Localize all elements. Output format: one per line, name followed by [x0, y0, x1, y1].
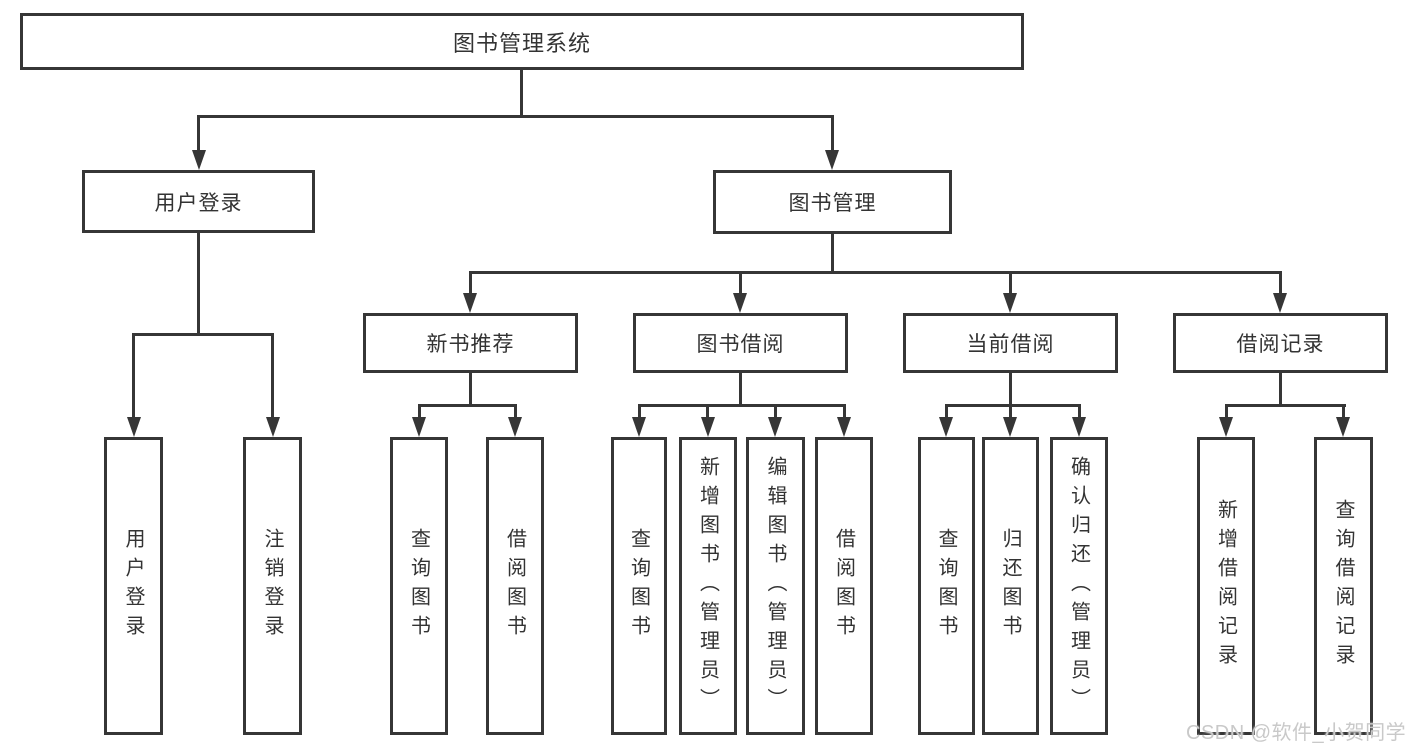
node-root-library-system: 图书管理系统: [20, 13, 1024, 70]
connector-drop-book-borrow: [739, 271, 742, 295]
connector-bookmgmt-stem: [831, 234, 834, 273]
connector-drop-leaf: [774, 404, 777, 419]
connector-drop-leaf: [1078, 404, 1081, 419]
arrow-down-icon: [733, 293, 747, 313]
leaf-edit-books-admin: 编辑图书（管理员）: [746, 437, 805, 735]
connector-bookmgmt-crossbar: [469, 271, 1282, 274]
arrow-down-icon: [632, 417, 646, 437]
connector-borrowrecords-crossbar: [1225, 404, 1346, 407]
node-borrowing-records: 借阅记录: [1173, 313, 1388, 373]
leaf-borrow-books: 借阅图书: [815, 437, 873, 735]
connector-currentborrow-stem: [1009, 373, 1012, 406]
leaf-confirm-return-admin: 确认归还（管理员）: [1050, 437, 1108, 735]
connector-drop-leaf: [1342, 404, 1345, 419]
leaf-query-books-borrow: 查询图书: [611, 437, 667, 735]
connector-borrowrecords-stem: [1279, 373, 1282, 406]
arrow-down-icon: [1072, 417, 1086, 437]
arrow-down-icon: [1003, 417, 1017, 437]
arrow-down-icon: [192, 150, 206, 170]
leaf-user-login: 用户登录: [104, 437, 163, 735]
node-new-book-recommend: 新书推荐: [363, 313, 578, 373]
connector-bookborrow-stem: [739, 373, 742, 406]
arrow-down-icon: [1219, 417, 1233, 437]
arrow-down-icon: [701, 417, 715, 437]
connector-drop-leaf: [843, 404, 846, 419]
connector-drop-leaf: [945, 404, 948, 419]
arrow-down-icon: [1003, 293, 1017, 313]
connector-drop-logout-leaf: [271, 333, 274, 419]
node-book-borrowing: 图书借阅: [633, 313, 848, 373]
leaf-return-books: 归还图书: [982, 437, 1039, 735]
connector-root-crossbar: [197, 115, 834, 118]
connector-drop-leaf: [418, 404, 421, 419]
connector-root-stem: [520, 70, 523, 117]
connector-drop-login-leaf: [132, 333, 135, 419]
connector-drop-book-mgmt: [831, 115, 834, 153]
connector-drop-leaf: [1225, 404, 1228, 419]
arrow-down-icon: [463, 293, 477, 313]
arrow-down-icon: [508, 417, 522, 437]
connector-newbookrec-crossbar: [418, 404, 517, 407]
connector-userlogin-stem: [197, 233, 200, 335]
arrow-down-icon: [127, 417, 141, 437]
leaf-query-books-rec: 查询图书: [390, 437, 448, 735]
connector-drop-leaf: [514, 404, 517, 419]
csdn-watermark: CSDN @软件_小贺同学: [1186, 722, 1405, 744]
connector-drop-leaf: [706, 404, 709, 419]
node-current-borrowing: 当前借阅: [903, 313, 1118, 373]
connector-drop-current-borrow: [1009, 271, 1012, 295]
leaf-query-books-current: 查询图书: [918, 437, 975, 735]
connector-drop-borrow-records: [1279, 271, 1282, 295]
connector-currentborrow-crossbar: [945, 404, 1081, 407]
connector-userlogin-crossbar: [132, 333, 274, 336]
leaf-add-books-admin: 新增图书（管理员）: [679, 437, 737, 735]
connector-drop-user-login: [197, 115, 200, 153]
arrow-down-icon: [837, 417, 851, 437]
arrow-down-icon: [1336, 417, 1350, 437]
connector-drop-leaf: [638, 404, 641, 419]
node-user-login: 用户登录: [82, 170, 315, 233]
leaf-query-borrow-record: 查询借阅记录: [1314, 437, 1373, 735]
connector-drop-leaf: [1009, 404, 1012, 419]
arrow-down-icon: [412, 417, 426, 437]
arrow-down-icon: [768, 417, 782, 437]
arrow-down-icon: [825, 150, 839, 170]
connector-newbookrec-stem: [469, 373, 472, 406]
connector-drop-new-book-rec: [469, 271, 472, 295]
node-book-management: 图书管理: [713, 170, 952, 234]
leaf-add-borrow-record: 新增借阅记录: [1197, 437, 1255, 735]
leaf-logout: 注销登录: [243, 437, 302, 735]
arrow-down-icon: [1273, 293, 1287, 313]
arrow-down-icon: [939, 417, 953, 437]
leaf-borrow-books-rec: 借阅图书: [486, 437, 544, 735]
arrow-down-icon: [266, 417, 280, 437]
connector-bookborrow-crossbar: [638, 404, 846, 407]
